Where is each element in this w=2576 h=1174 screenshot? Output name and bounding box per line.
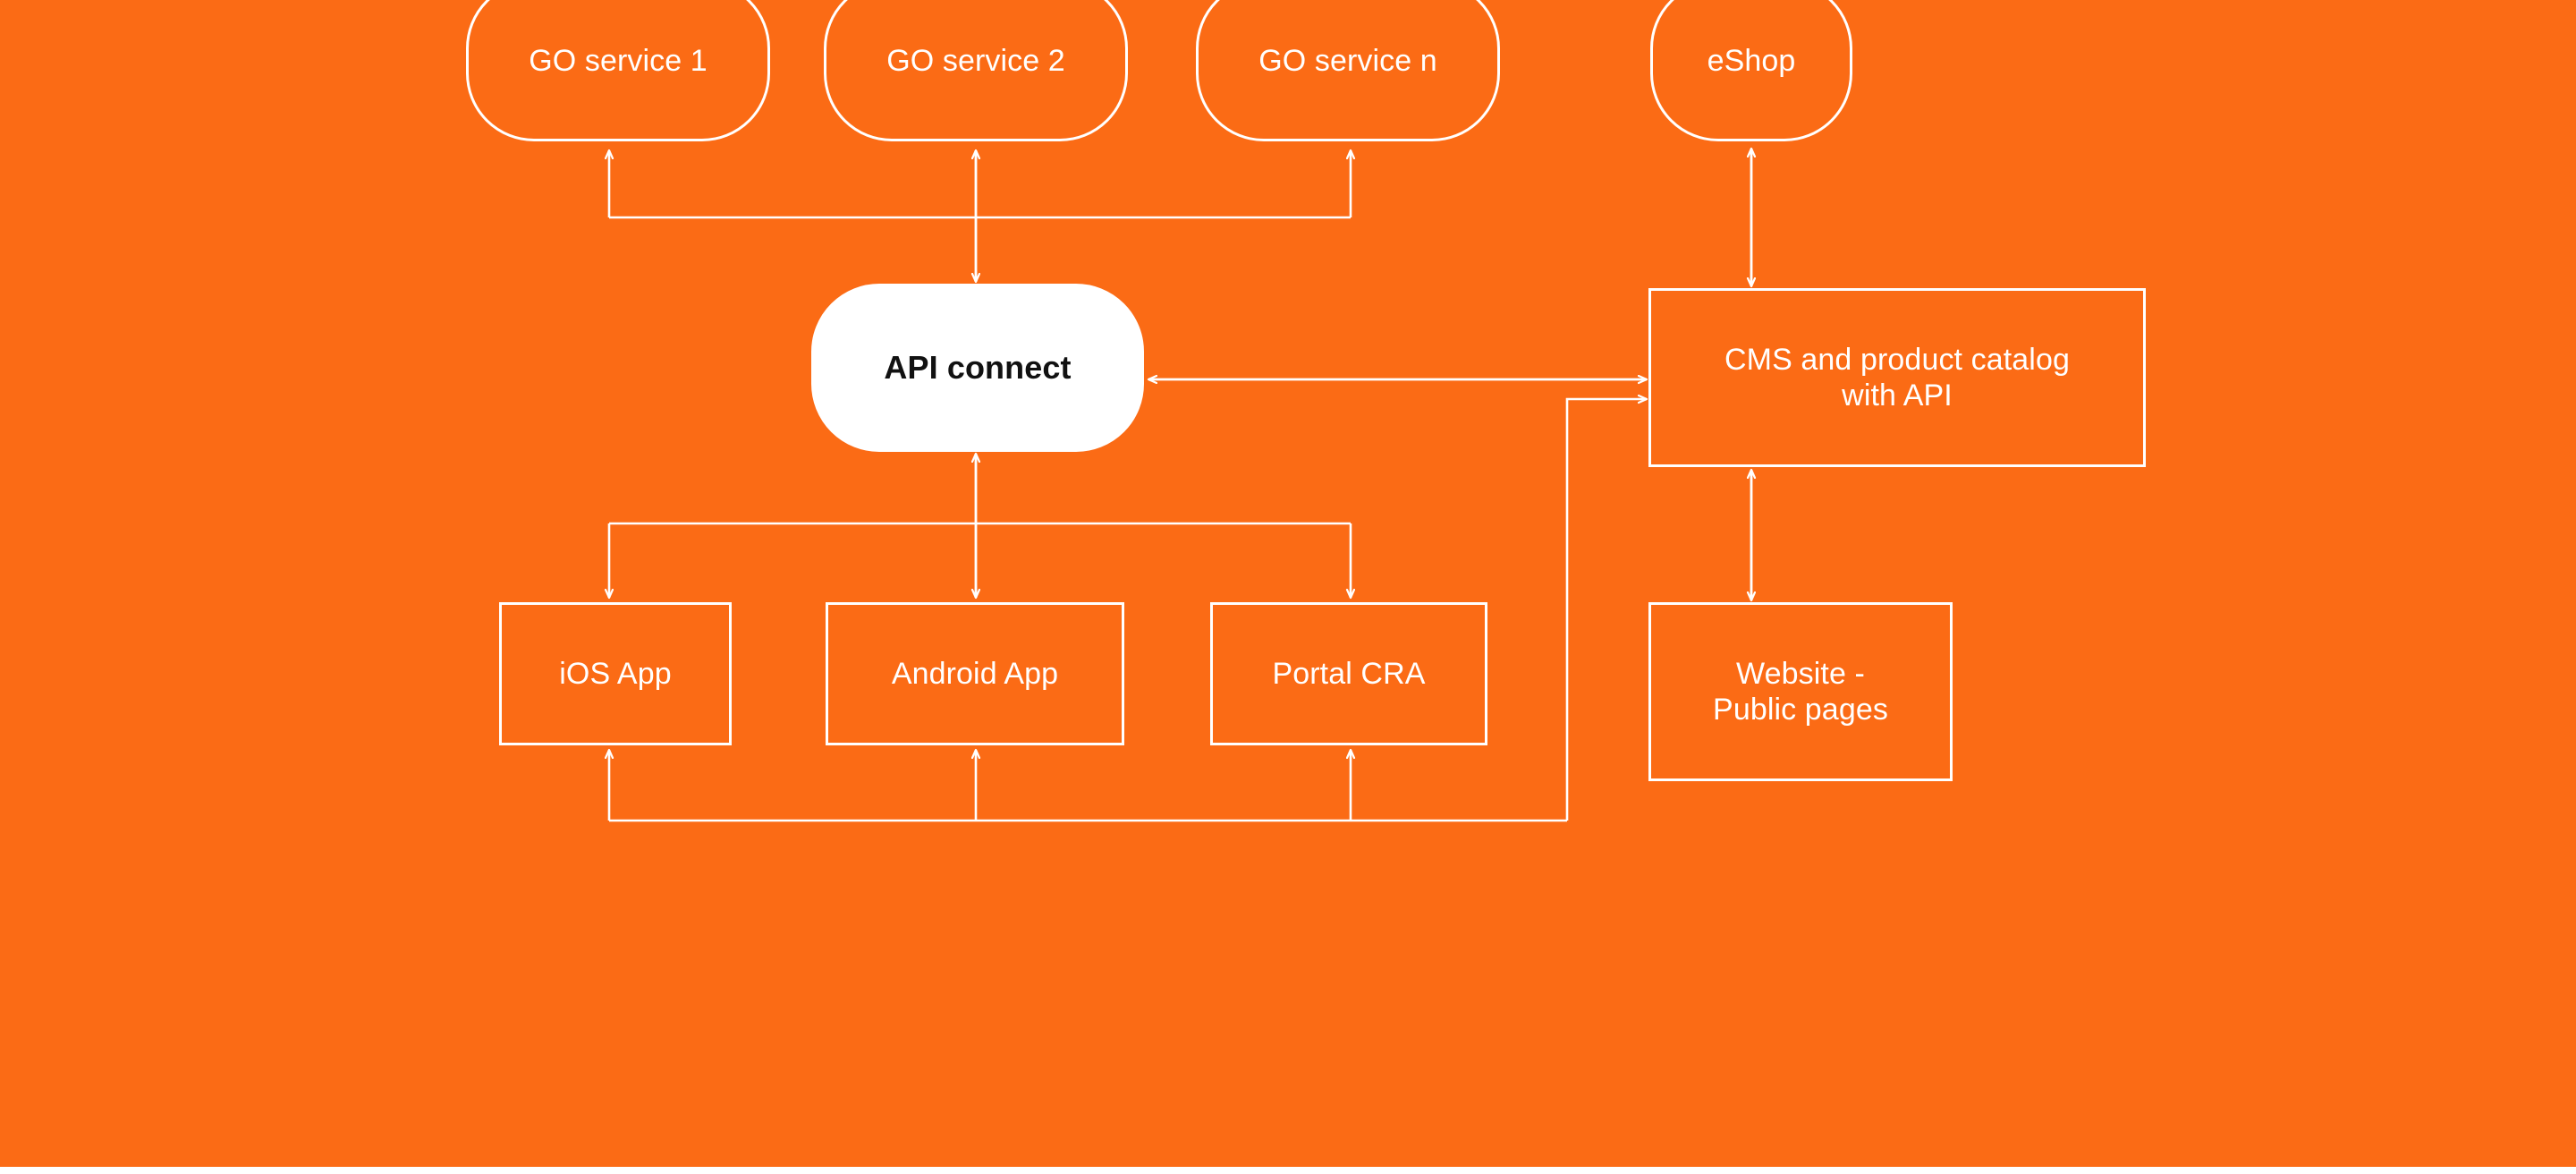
node-website-public-pages[interactable]: Website - Public pages [1648, 602, 1953, 781]
edge-client-bus-to-cms [1565, 399, 1647, 821]
node-go-service-2[interactable]: GO service 2 [824, 0, 1128, 141]
node-go-service-n[interactable]: GO service n [1196, 0, 1500, 141]
node-ios-app[interactable]: iOS App [499, 602, 732, 745]
node-go-service-1[interactable]: GO service 1 [466, 0, 770, 141]
node-portal-cra[interactable]: Portal CRA [1210, 602, 1487, 745]
node-cms-product-catalog[interactable]: CMS and product catalog with API [1648, 288, 2146, 467]
bottom-white-strip [0, 1167, 2576, 1174]
node-eshop[interactable]: eShop [1650, 0, 1852, 141]
node-api-connect[interactable]: API connect [811, 284, 1144, 452]
node-android-app[interactable]: Android App [826, 602, 1124, 745]
